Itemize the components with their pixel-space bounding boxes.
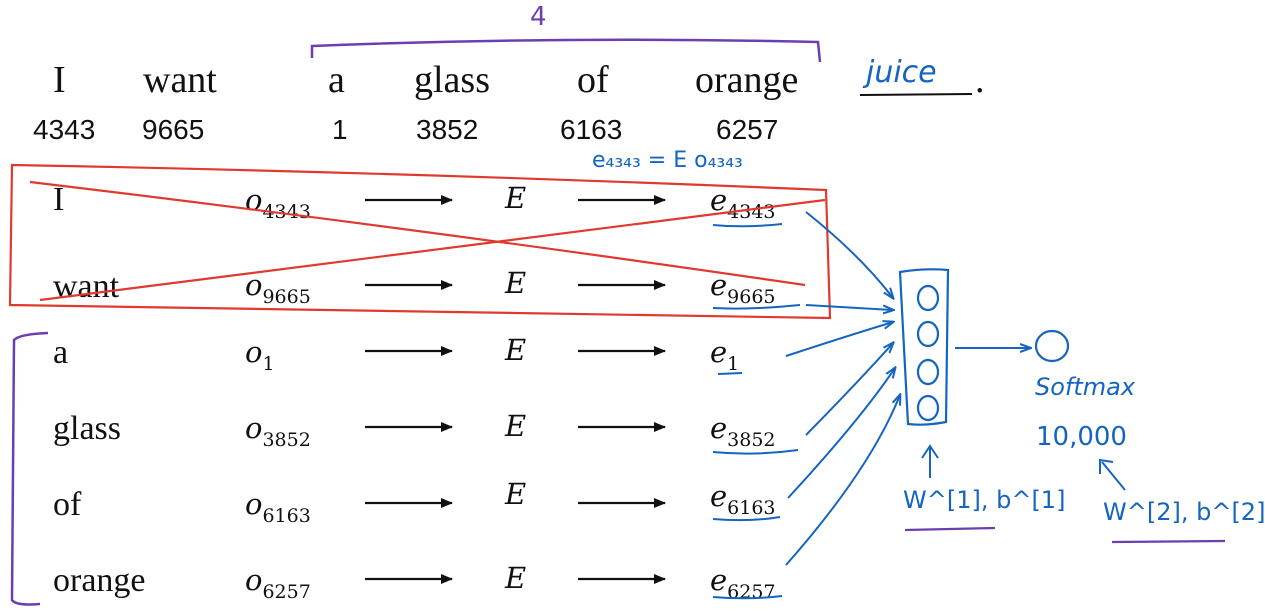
embedding-matrix-e: E bbox=[505, 561, 527, 595]
context-bracket-left bbox=[10, 331, 49, 606]
onehot-vector-1: o1 bbox=[245, 335, 275, 375]
layer1-params-label: W^[1], b^[1] bbox=[903, 486, 1066, 514]
index-4343: 4343 bbox=[33, 114, 96, 145]
sentence-word-want: want bbox=[143, 59, 217, 101]
onehot-vector-6163: o6163 bbox=[245, 487, 311, 527]
sentence-word-a: a bbox=[328, 59, 345, 101]
softmax-label: Softmax bbox=[1035, 373, 1136, 401]
index-3852: 3852 bbox=[416, 114, 479, 145]
index-1: 1 bbox=[332, 114, 348, 145]
embedding-vector-6163: e6163 bbox=[710, 479, 776, 519]
layer2-params-label: W^[2], b^[2] bbox=[1103, 498, 1265, 526]
row-word-i: I bbox=[53, 181, 65, 218]
embedding-underlines bbox=[712, 223, 801, 600]
sentence-word-of: of bbox=[577, 59, 609, 101]
crossed-out-context-box bbox=[8, 163, 832, 320]
onehot-vector-3852: o3852 bbox=[245, 411, 311, 451]
embedding-vector-3852: e3852 bbox=[710, 411, 776, 451]
juice-underline bbox=[859, 93, 973, 96]
sentence-word-i: I bbox=[53, 59, 66, 101]
row-word-of: of bbox=[53, 486, 82, 523]
sentence-word-glass: glass bbox=[414, 59, 490, 101]
window-bracket-top bbox=[310, 38, 822, 63]
row-word-glass: glass bbox=[53, 410, 121, 447]
onehot-vector-9665: o9665 bbox=[245, 268, 311, 308]
embedding-matrix-e: E bbox=[505, 477, 527, 511]
softmax-size-label: 10,000 bbox=[1036, 422, 1127, 452]
index-6257: 6257 bbox=[716, 114, 779, 145]
layer1-param-underline bbox=[904, 526, 996, 532]
hidden-layer bbox=[898, 268, 950, 426]
embedding-to-hidden-arrows bbox=[785, 211, 900, 566]
row-arrows bbox=[365, 195, 666, 584]
sentence-word-orange: orange bbox=[695, 59, 799, 101]
embedding-matrix-e: E bbox=[505, 266, 527, 300]
embedding-matrix-e: E bbox=[505, 333, 527, 367]
row-word-a: a bbox=[53, 334, 69, 371]
row-word-orange: orange bbox=[53, 562, 146, 599]
target-word-juice: juice bbox=[866, 55, 937, 90]
index-9665: 9665 bbox=[142, 114, 205, 145]
index-6163: 6163 bbox=[560, 114, 623, 145]
embedding-equation: e₄₃₄₃ = E o₄₃₄₃ bbox=[592, 148, 743, 173]
window-size-label: 4 bbox=[530, 2, 547, 32]
sentence-period: . bbox=[975, 59, 985, 101]
onehot-vector-4343: o4343 bbox=[245, 183, 311, 223]
embedding-matrix-e: E bbox=[505, 409, 527, 443]
embedding-vector-9665: e9665 bbox=[710, 268, 776, 308]
layer1-param-arrow bbox=[921, 444, 939, 478]
layer2-param-underline bbox=[1111, 539, 1226, 544]
embedding-matrix-e: E bbox=[505, 181, 527, 215]
layer2-param-arrow bbox=[1099, 458, 1126, 491]
softmax-node bbox=[1034, 329, 1070, 363]
embedding-vector-1: e1 bbox=[710, 335, 740, 375]
onehot-vector-6257: o6257 bbox=[245, 563, 311, 603]
